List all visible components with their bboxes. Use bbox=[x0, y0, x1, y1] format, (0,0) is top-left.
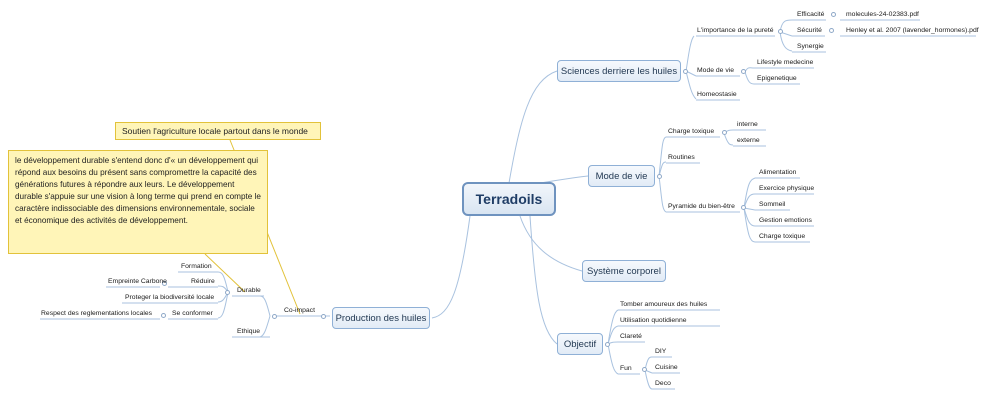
topic-biodiversite[interactable]: Proteger la biodiversité locale bbox=[125, 294, 215, 301]
topic-homeostasie[interactable]: Homeostasie bbox=[697, 91, 737, 98]
topic-interne[interactable]: interne bbox=[737, 121, 758, 128]
topic-routines[interactable]: Routines bbox=[668, 154, 695, 161]
collapse-toggle-icon[interactable] bbox=[829, 28, 834, 33]
topic-exercice[interactable]: Exercice physique bbox=[759, 185, 815, 192]
collapse-toggle-icon[interactable] bbox=[741, 205, 746, 210]
topic-reglementations[interactable]: Respect des reglementations locales bbox=[41, 310, 153, 317]
topic-sciences[interactable]: Sciences derriere les huiles bbox=[557, 60, 681, 82]
attachment-pdf2[interactable]: Henley et al. 2007 (lavender_hormones).p… bbox=[846, 27, 979, 34]
topic-ethique[interactable]: Ethique bbox=[237, 328, 261, 335]
topic-pyramide[interactable]: Pyramide du bien-être bbox=[668, 203, 735, 210]
collapse-toggle-icon[interactable] bbox=[162, 281, 167, 286]
collapse-toggle-icon[interactable] bbox=[831, 12, 836, 17]
topic-efficacite[interactable]: Efficacité bbox=[797, 11, 825, 18]
topic-synergie[interactable]: Synergie bbox=[797, 43, 824, 50]
collapse-toggle-icon[interactable] bbox=[225, 290, 230, 295]
collapse-toggle-icon[interactable] bbox=[722, 130, 727, 135]
collapse-toggle-icon[interactable] bbox=[321, 314, 326, 319]
topic-charge-toxique[interactable]: Charge toxique bbox=[668, 128, 715, 135]
topic-deco[interactable]: Deco bbox=[655, 380, 671, 387]
topic-utilisation[interactable]: Utilisation quotidienne bbox=[620, 317, 687, 324]
topic-se-conformer[interactable]: Se conformer bbox=[172, 310, 213, 317]
topic-securite[interactable]: Sécurité bbox=[797, 27, 822, 34]
topic-mode-de-vie[interactable]: Mode de vie bbox=[588, 165, 655, 187]
callout-definition[interactable]: le développement durable s'entend donc d… bbox=[8, 150, 268, 254]
collapse-toggle-icon[interactable] bbox=[657, 174, 662, 179]
topic-diy[interactable]: DIY bbox=[655, 348, 667, 355]
topic-charge-toxique-2[interactable]: Charge toxique bbox=[759, 233, 806, 240]
topic-formation[interactable]: Formation bbox=[181, 263, 212, 270]
collapse-toggle-icon[interactable] bbox=[642, 367, 647, 372]
collapse-toggle-icon[interactable] bbox=[161, 313, 166, 318]
collapse-toggle-icon[interactable] bbox=[741, 69, 746, 74]
topic-reduire[interactable]: Réduire bbox=[191, 278, 215, 285]
topic-gestion-emotions[interactable]: Gestion emotions bbox=[759, 217, 812, 224]
callout-agriculture[interactable]: Soutien l'agriculture locale partout dan… bbox=[115, 122, 321, 140]
topic-cuisine[interactable]: Cuisine bbox=[655, 364, 678, 371]
topic-clarete[interactable]: Clareté bbox=[620, 333, 642, 340]
topic-production[interactable]: Production des huiles bbox=[332, 307, 430, 329]
topic-mode-de-vie-science[interactable]: Mode de vie bbox=[697, 67, 735, 74]
collapse-toggle-icon[interactable] bbox=[272, 314, 277, 319]
topic-tomber-amoureux[interactable]: Tomber amoureux des huiles bbox=[620, 301, 708, 308]
central-topic[interactable]: Terradoils bbox=[462, 182, 556, 216]
topic-empreinte-carbone[interactable]: Empreinte Carbone bbox=[108, 278, 167, 285]
collapse-toggle-icon[interactable] bbox=[683, 69, 688, 74]
topic-systeme-corporel[interactable]: Système corporel bbox=[582, 260, 666, 282]
topic-importance[interactable]: L'importance de la pureté bbox=[697, 27, 774, 34]
topic-fun[interactable]: Fun bbox=[620, 365, 632, 372]
topic-alimentation[interactable]: Alimentation bbox=[759, 169, 797, 176]
topic-co-impact[interactable]: Co-impact bbox=[284, 307, 315, 314]
topic-epigenetique[interactable]: Epigenetique bbox=[757, 75, 797, 82]
topic-durable[interactable]: Durable bbox=[237, 287, 261, 294]
topic-objectif[interactable]: Objectif bbox=[557, 333, 603, 355]
topic-externe[interactable]: externe bbox=[737, 137, 760, 144]
topic-lifestyle[interactable]: Lifestyle medecine bbox=[757, 59, 814, 66]
attachment-pdf1[interactable]: molecules-24-02383.pdf bbox=[846, 11, 919, 18]
topic-sommeil[interactable]: Sommeil bbox=[759, 201, 786, 208]
collapse-toggle-icon[interactable] bbox=[778, 29, 783, 34]
collapse-toggle-icon[interactable] bbox=[605, 342, 610, 347]
